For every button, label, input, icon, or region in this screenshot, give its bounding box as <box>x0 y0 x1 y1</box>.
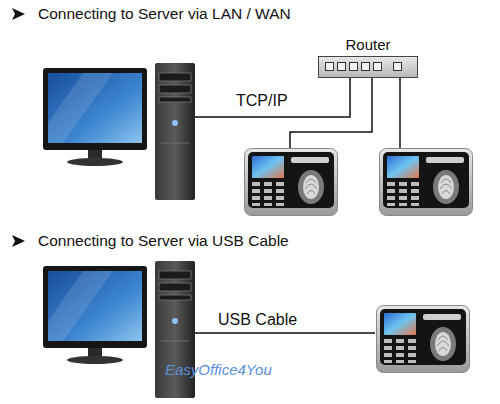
router-port <box>373 62 382 71</box>
time-clock <box>245 149 338 216</box>
connection-label: USB Cable <box>218 311 297 329</box>
router-port <box>337 62 346 71</box>
connection-label: TCP/IP <box>236 92 288 110</box>
watermark: EasyOffice4You <box>165 361 272 378</box>
network-wire <box>399 78 401 148</box>
section-heading: Connecting to Server via LAN / WAN <box>38 5 291 23</box>
router-port <box>349 62 358 71</box>
computer <box>43 63 195 200</box>
router: Router <box>318 36 418 78</box>
section-heading: Connecting to Server via USB Cable <box>38 232 289 250</box>
node-label: Router <box>318 36 418 54</box>
network-wire <box>290 78 372 148</box>
router-port <box>393 62 402 71</box>
router-port <box>361 62 370 71</box>
network-wire <box>195 78 350 117</box>
time-clock <box>380 149 473 216</box>
usb-wire <box>195 332 375 334</box>
time-clock <box>377 306 470 373</box>
router-body <box>318 56 418 78</box>
bullet-arrow <box>12 8 25 20</box>
bullet-arrow <box>12 235 25 247</box>
router-port <box>325 62 334 71</box>
